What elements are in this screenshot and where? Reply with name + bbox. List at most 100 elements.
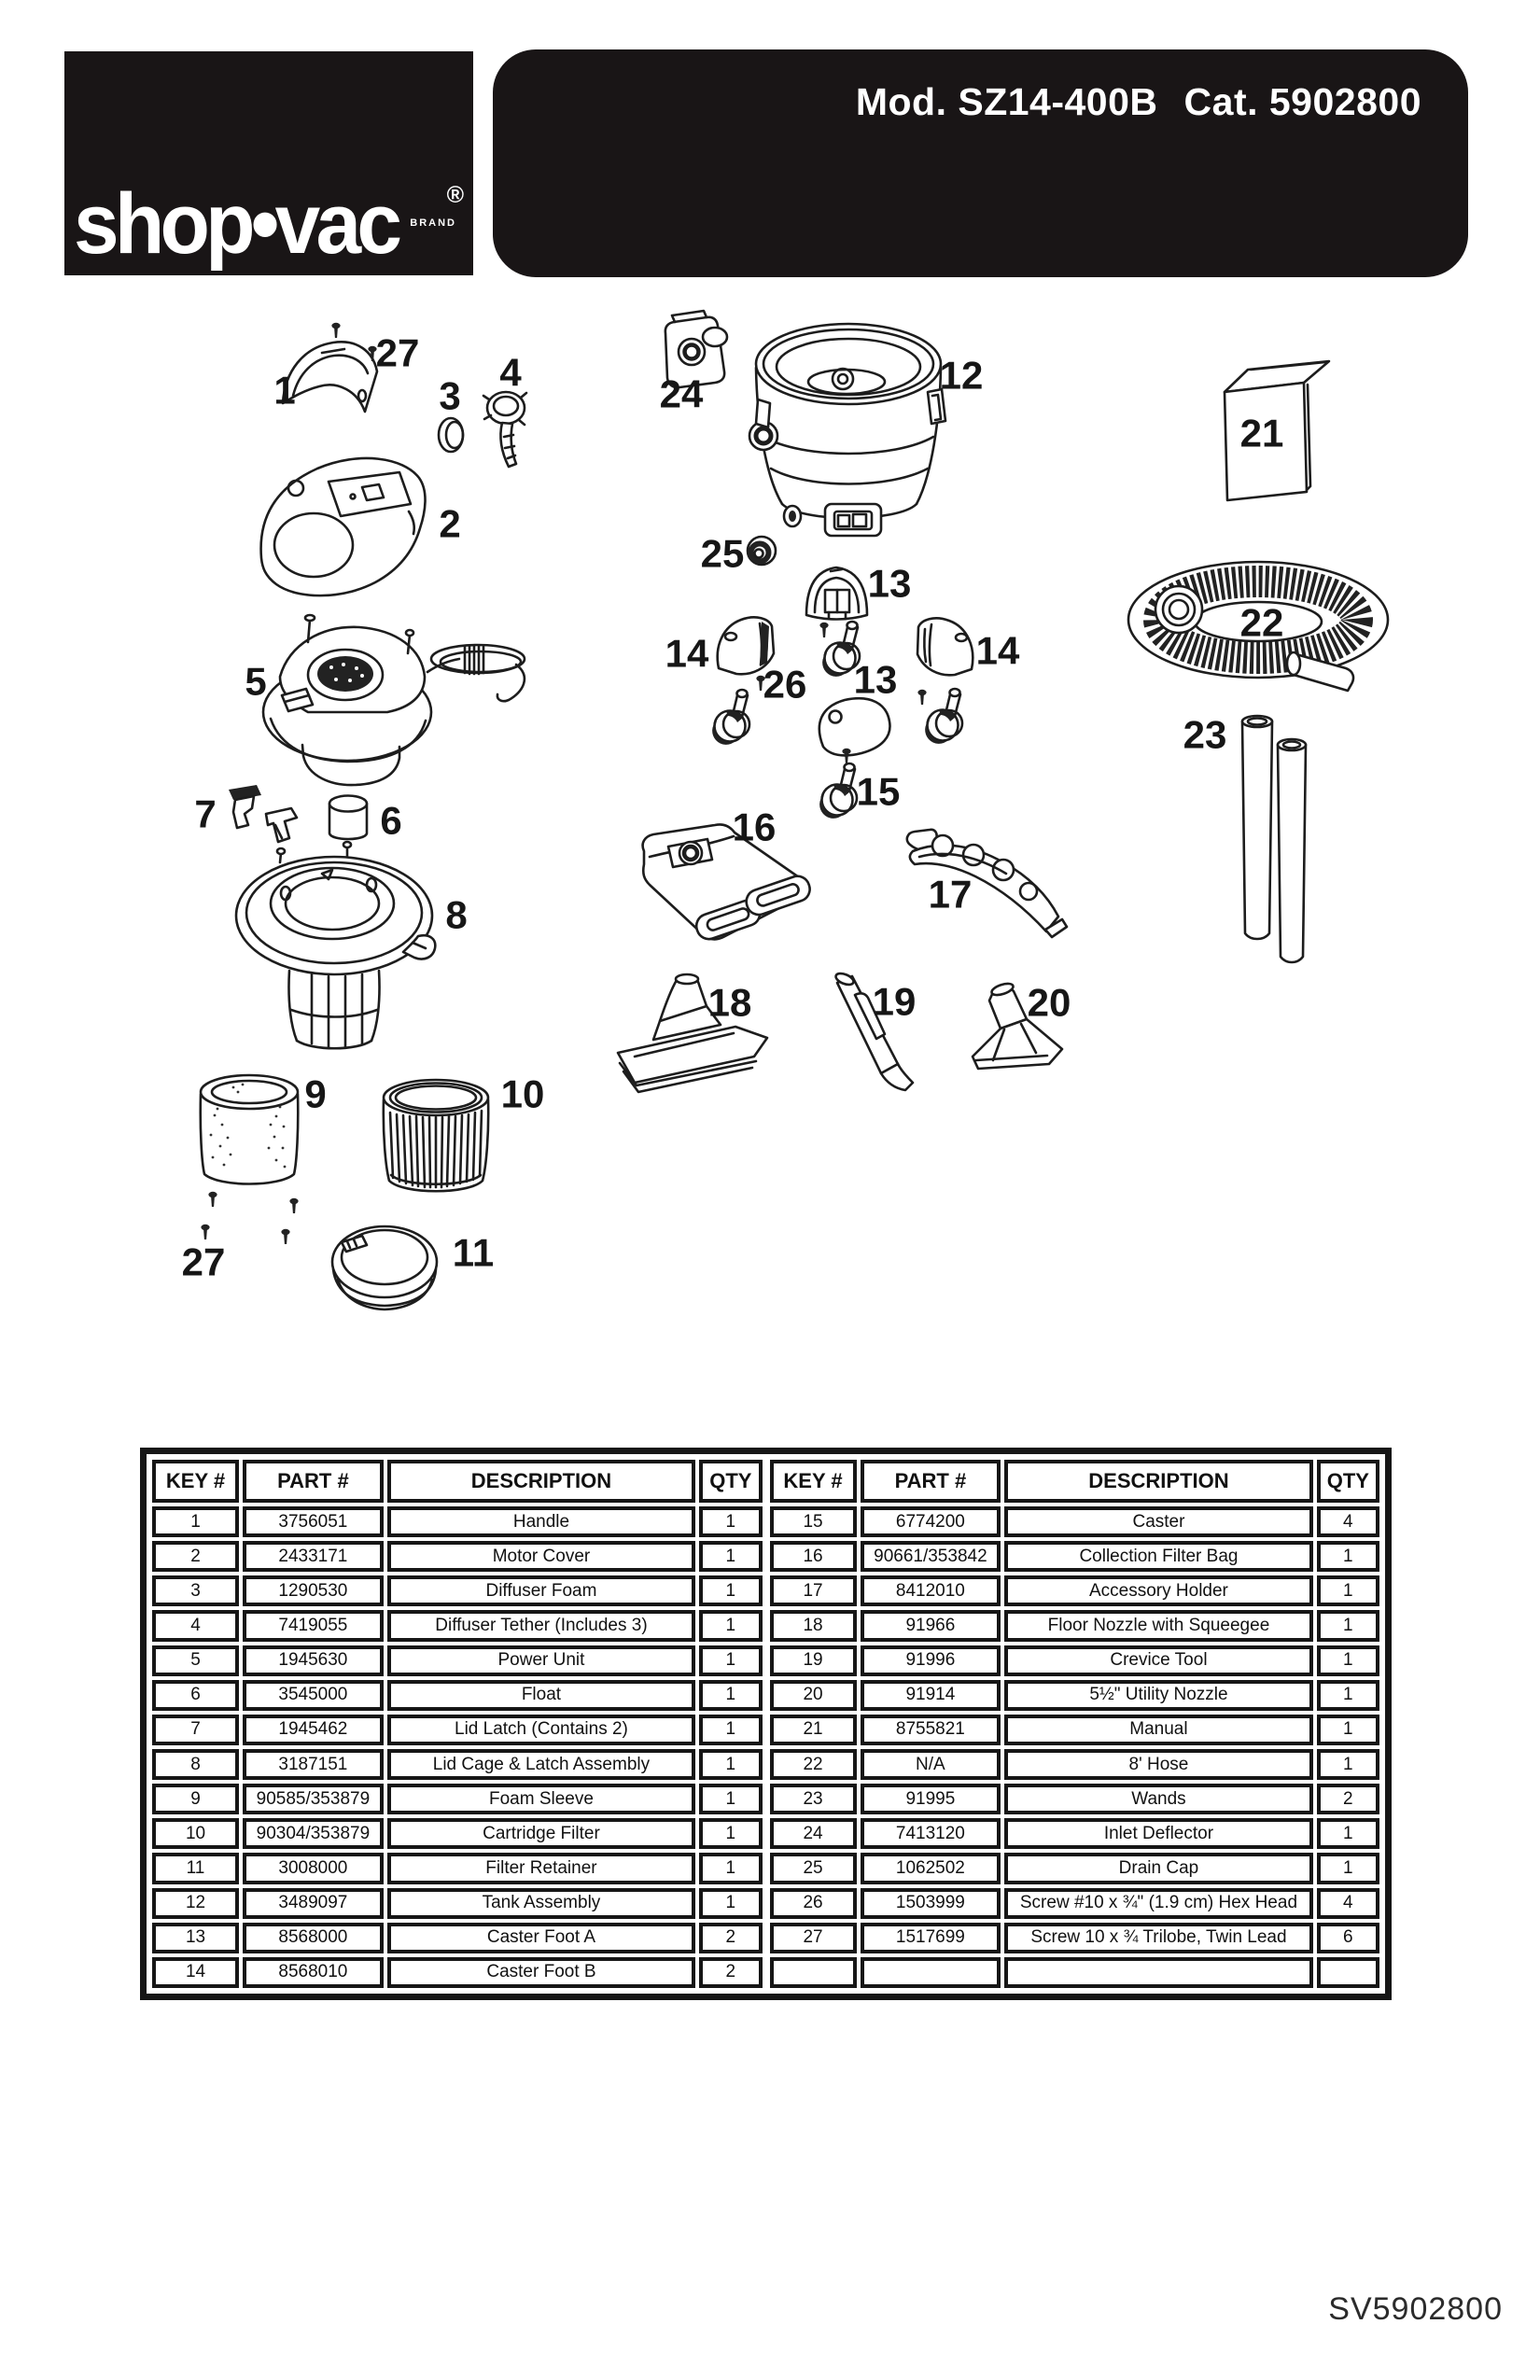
table-cell: 91966 (860, 1610, 1001, 1642)
table-cell: 1503999 (860, 1887, 1001, 1919)
part-label-14: 14 (665, 632, 709, 676)
part-label-21: 21 (1240, 412, 1284, 455)
part-5-power-unit-drawing (261, 613, 526, 787)
column-header: QTY (1316, 1460, 1379, 1503)
table-cell: 6 (1316, 1922, 1379, 1953)
table-cell (769, 1956, 857, 1988)
part-10-cartridge-filter-drawing (382, 1078, 490, 1193)
registered-trademark-icon: ® (446, 182, 464, 208)
part-3-diffuser-foam-drawing (437, 416, 465, 454)
part-label-19: 19 (873, 980, 917, 1024)
table-cell: Filter Retainer (386, 1853, 696, 1884)
foam-texture (209, 1083, 287, 1169)
table-cell: 3008000 (243, 1853, 384, 1884)
part-9-foam-sleeve-drawing (199, 1073, 300, 1185)
part-label-24: 24 (660, 372, 704, 416)
table-cell: 1 (152, 1506, 240, 1538)
table-cell: Float (386, 1679, 696, 1711)
table-cell: 13 (152, 1922, 240, 1953)
table-cell: 1 (1316, 1541, 1379, 1573)
column-header: DESCRIPTION (386, 1460, 696, 1503)
table-cell: 9 (152, 1784, 240, 1815)
part-label-10: 10 (501, 1072, 545, 1116)
table-cell: Caster Foot A (386, 1922, 696, 1953)
table-cell: Wands (1004, 1784, 1313, 1815)
column-header: QTY (699, 1460, 763, 1503)
table-cell: Screw 10 x ¾ Trilobe, Twin Lead (1004, 1922, 1313, 1953)
table-cell: 11 (152, 1853, 240, 1884)
part-6-float-drawing (328, 794, 369, 841)
part-17-accessory-holder-drawing (905, 828, 1069, 939)
table-cell: 90585/353879 (243, 1784, 384, 1815)
table-cell: Power Unit (386, 1645, 696, 1676)
part-label-9: 9 (304, 1072, 326, 1116)
part-label-1: 1 (273, 369, 295, 413)
table-cell: Diffuser Foam (386, 1575, 696, 1607)
table-cell: Accessory Holder (1004, 1575, 1313, 1607)
table-cell: 17 (769, 1575, 857, 1607)
table-cell: 3 (152, 1575, 240, 1607)
logo-brand-text: BRAND (410, 217, 456, 229)
table-cell (1316, 1956, 1379, 1988)
table-cell: 2433171 (243, 1541, 384, 1573)
part-label-2: 2 (439, 502, 460, 546)
part-4-diffuser-tether-drawing (482, 390, 528, 469)
part-11-filter-retainer-drawing (330, 1225, 439, 1311)
table-cell: 22 (769, 1748, 857, 1781)
table-cell: 19 (769, 1645, 857, 1676)
table-cell: 1 (1316, 1853, 1379, 1884)
table-cell: 1945462 (243, 1714, 384, 1745)
part-label-11: 11 (453, 1231, 494, 1275)
table-cell: 3545000 (243, 1679, 384, 1711)
part-27-screws-bottom-drawing (201, 1191, 299, 1244)
table-cell: 1 (699, 1748, 763, 1781)
table-cell: 1290530 (243, 1575, 384, 1607)
table-cell: 1062502 (860, 1853, 1001, 1884)
table-cell: 4 (1316, 1887, 1379, 1919)
table-cell: 16 (769, 1541, 857, 1573)
part-7-lid-latch-drawing (229, 785, 299, 844)
table-cell: 4 (152, 1610, 240, 1642)
table-cell: 6774200 (860, 1506, 1001, 1538)
table-cell: 20 (769, 1679, 857, 1711)
table-cell: 8 (152, 1748, 240, 1781)
table-cell: 1 (699, 1853, 763, 1884)
table-cell: 1 (699, 1679, 763, 1711)
table-cell: 1945630 (243, 1645, 384, 1676)
table-cell: 14 (152, 1956, 240, 1988)
column-header: PART # (860, 1460, 1001, 1503)
table-cell: 90304/353879 (243, 1818, 384, 1850)
part-label-17: 17 (929, 873, 973, 917)
table-cell: 8412010 (860, 1575, 1001, 1607)
table-cell: Caster Foot B (386, 1956, 696, 1988)
part-label-26: 26 (763, 663, 807, 707)
part-label-13: 13 (854, 658, 898, 702)
part-label-14: 14 (976, 629, 1020, 673)
part-20-utility-nozzle-drawing (971, 982, 1064, 1071)
part-14-caster-foot-b-left-drawing (716, 616, 776, 676)
table-cell: Drain Cap (1004, 1853, 1313, 1884)
table-cell: 1 (1316, 1575, 1379, 1607)
